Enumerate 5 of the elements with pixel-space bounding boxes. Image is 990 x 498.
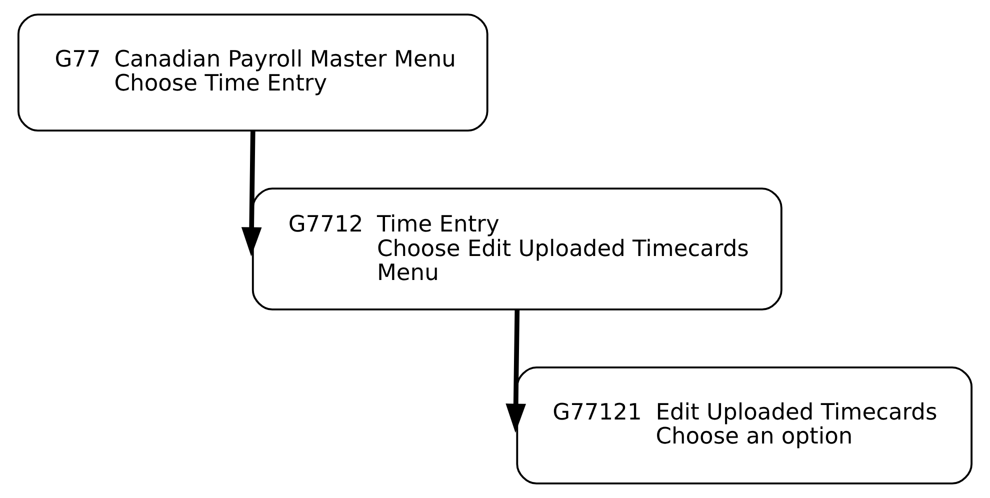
arrow xyxy=(241,130,262,256)
node-box: G7712 Time Entry Choose Edit Uploaded Timecards Menu xyxy=(252,188,782,310)
node-box: G77121 Edit Uploaded Timecards Choose an option xyxy=(516,366,973,484)
arrow xyxy=(506,309,526,433)
node-box: G77 Canadian Payroll Master Menu Choose Time Entry xyxy=(17,14,488,132)
